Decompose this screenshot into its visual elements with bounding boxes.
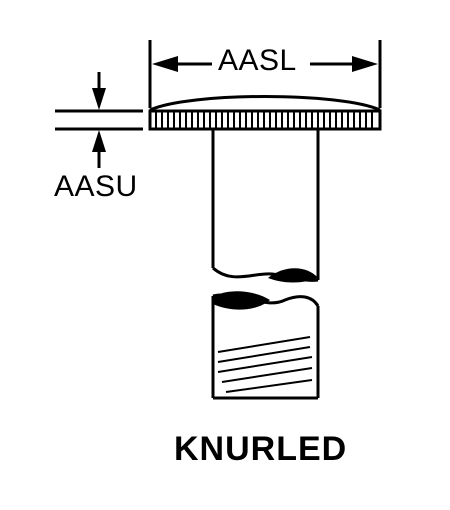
knurl-ticks [155,112,373,128]
pin-head-dome [149,95,381,112]
knurled-caption: KNURLED [174,430,348,468]
thread-line [217,356,313,373]
thread-line [217,336,311,353]
thread-lines [217,336,313,393]
aasl-arrow-right [352,56,378,72]
upper-break-fill [268,268,318,283]
aasu-arrow-top [92,88,106,110]
lower-break-line [212,293,320,307]
aasu-arrow-bottom [92,130,106,152]
thread-line [225,379,313,393]
thread-line [221,367,313,383]
aasl-dimension-label: AASL [218,44,297,77]
aasl-arrow-left [152,56,178,72]
aasu-dimension-label: AASU [54,170,138,203]
thread-line [217,346,311,363]
